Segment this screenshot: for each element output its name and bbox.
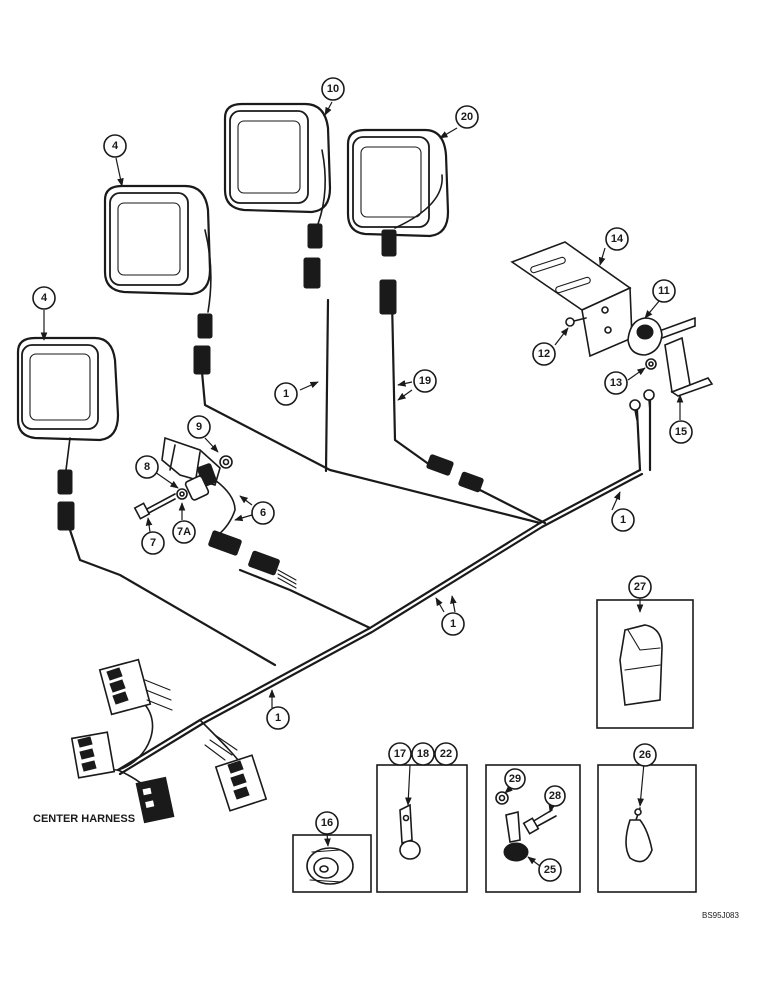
callout-15: 15: [669, 420, 693, 444]
connector-block-left: [70, 731, 116, 779]
detail-box-16: [292, 834, 372, 893]
svg-text:8: 8: [144, 461, 150, 473]
callout-1-a: 1: [274, 382, 298, 406]
ground-terminals: [629, 389, 655, 421]
svg-text:13: 13: [610, 377, 622, 389]
svg-text:7: 7: [150, 537, 156, 549]
svg-text:29: 29: [509, 773, 521, 785]
svg-text:9: 9: [196, 421, 202, 433]
callout-26: 26: [633, 743, 657, 767]
callout-14: 14: [605, 227, 629, 251]
svg-text:4: 4: [41, 292, 48, 304]
nut-13: [645, 358, 657, 370]
callout-20: 20: [455, 105, 479, 129]
callout-8: 8: [135, 455, 159, 479]
center-harness-connectors: [70, 658, 268, 824]
switch-11: [627, 317, 696, 356]
svg-text:18: 18: [417, 748, 429, 760]
callout-16: 16: [315, 811, 339, 835]
callout-17: 17: [388, 742, 412, 766]
bracket-14: [510, 241, 633, 358]
connector-block-right: [204, 734, 268, 812]
callout-1-c: 1: [441, 612, 465, 636]
svg-text:22: 22: [440, 748, 452, 760]
svg-text:11: 11: [658, 285, 670, 297]
detail-box-26: [597, 764, 697, 893]
svg-text:10: 10: [327, 83, 339, 95]
svg-text:27: 27: [634, 581, 646, 593]
work-lamp-10: [223, 102, 332, 289]
plate-15: [664, 336, 714, 397]
callout-10: 10: [321, 77, 345, 101]
callout-9: 9: [187, 415, 211, 439]
svg-text:15: 15: [675, 426, 687, 438]
svg-text:12: 12: [538, 348, 550, 360]
svg-text:1: 1: [450, 618, 456, 630]
main-harness-trunk: [68, 298, 652, 776]
callout-22: 22: [434, 742, 458, 766]
inline-connectors: [208, 454, 484, 589]
svg-text:16: 16: [321, 817, 333, 829]
work-lamp-20: [346, 128, 450, 315]
leader-lines: [40, 101, 684, 867]
callout-7a: 7A: [172, 520, 196, 544]
detail-box-27: [596, 599, 694, 729]
callout-1-b: 1: [611, 508, 635, 532]
svg-text:14: 14: [611, 233, 624, 245]
callout-6: 6: [251, 501, 275, 525]
svg-text:1: 1: [275, 712, 281, 724]
svg-text:7A: 7A: [177, 526, 191, 538]
detail-box-17-18-22: [376, 764, 468, 893]
svg-text:1: 1: [620, 514, 626, 526]
connector-block-bottom: [135, 776, 175, 824]
detail-box-29-28-25: [485, 764, 581, 893]
callout-1-d: 1: [266, 706, 290, 730]
callout-4-left: 4: [32, 286, 56, 310]
callout-29: 29: [504, 768, 526, 790]
callout-11: 11: [652, 279, 676, 303]
svg-text:28: 28: [549, 790, 561, 802]
work-lamp-4-upper: [103, 184, 213, 375]
figure-code: BS95J083: [702, 911, 739, 920]
callout-19: 19: [413, 369, 437, 393]
svg-text:20: 20: [461, 111, 473, 123]
svg-text:25: 25: [544, 864, 556, 876]
work-lamp-4-left: [16, 336, 120, 531]
callout-12: 12: [532, 342, 556, 366]
fastener-hardware: [133, 475, 210, 520]
callout-13: 13: [604, 371, 628, 395]
callout-27: 27: [628, 575, 652, 599]
svg-text:26: 26: [639, 749, 651, 761]
callout-28: 28: [544, 785, 566, 807]
callout-25: 25: [538, 858, 562, 882]
center-harness-label: CENTER HARNESS: [33, 813, 135, 825]
callout-18: 18: [411, 742, 435, 766]
svg-text:4: 4: [112, 140, 119, 152]
svg-text:1: 1: [283, 388, 289, 400]
callout-4-upper: 4: [103, 134, 127, 158]
svg-text:17: 17: [394, 748, 406, 760]
connector-block-top: [98, 658, 173, 716]
callout-7: 7: [141, 531, 165, 555]
svg-text:6: 6: [260, 507, 266, 519]
screw-12: [565, 317, 587, 327]
svg-text:19: 19: [419, 375, 431, 387]
